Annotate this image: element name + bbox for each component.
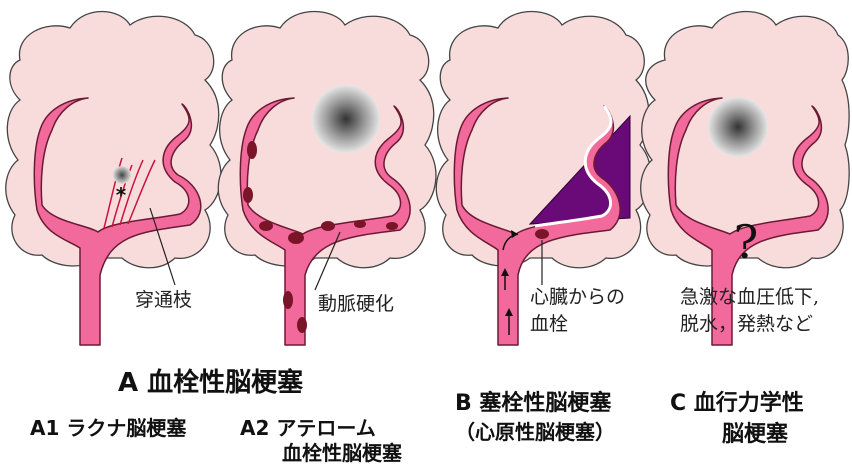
asterisk-mark: * [116, 183, 127, 207]
cause-label-line2: 脱水，発熱など [680, 313, 813, 335]
embolus-label-line2: 血栓 [530, 313, 568, 335]
cause-label-line1: 急激な血圧低下, [680, 286, 819, 308]
lacunar-lesion [113, 166, 131, 184]
infarct-lesion [312, 85, 380, 153]
caption-a-main: A 血栓性脳梗塞 [118, 362, 303, 399]
embolus-label-line1: 心臓からの [530, 286, 625, 308]
caption-a1: A1 ラクナ脳梗塞 [30, 412, 186, 441]
question-mark: ? [734, 215, 759, 269]
atherosclerosis-label: 動脈硬化 [318, 293, 394, 315]
panel-b: 心臓からの 血栓 [436, 12, 651, 346]
caption-c-line1: C 血行力学性 [670, 385, 804, 417]
caption-a2-line2: 血栓性脳梗塞 [282, 437, 402, 466]
panel-a2: 動脈硬化 [218, 12, 436, 346]
caption-c-line2: 脳梗塞 [722, 416, 788, 448]
caption-b-line1: B 塞栓性脳梗塞 [455, 385, 611, 417]
caption-b-line2: （心原性脳梗塞） [455, 416, 615, 445]
embolus [535, 229, 549, 239]
watershed-infarct [708, 97, 768, 157]
panel-c: ? 急激な血圧低下, 脱水，発熱など [641, 12, 849, 346]
perforating-branch-label: 穿通枝 [135, 289, 192, 311]
panel-a1: * 穿通枝 [6, 12, 221, 346]
